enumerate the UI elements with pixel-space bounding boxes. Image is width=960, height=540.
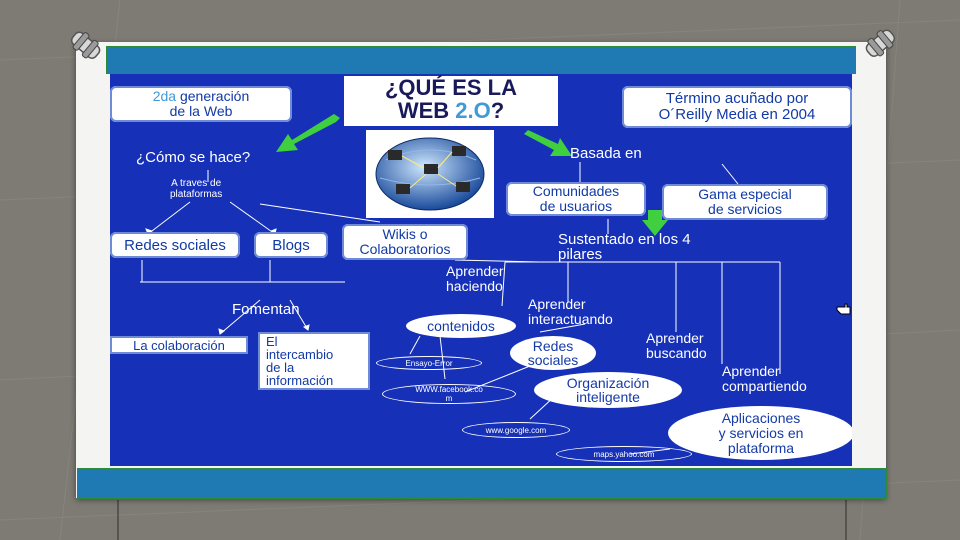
box-termino: Término acuñado por O´Reilly Media en 20… (622, 86, 852, 128)
aplicaciones-line-2: y servicios en (719, 426, 804, 441)
intercambio-line-4: información (266, 374, 333, 387)
como-se-hace: ¿Cómo se hace? (136, 150, 250, 165)
haciendo-line-2: haciendo (446, 279, 504, 294)
sustentado-pilares: Sustentado en los 4 pilares (558, 232, 691, 262)
aprender-haciendo: Aprender haciendo (446, 264, 504, 294)
box-gen-2da: 2da (153, 88, 176, 104)
buscando-line-1: Aprender (646, 331, 707, 346)
box-intercambio: El intercambio de la información (258, 332, 370, 390)
title-question: ? (491, 98, 504, 123)
sustentado-line-2: pilares (558, 247, 691, 262)
link-facebook: WWW.facebook.co m (382, 384, 516, 404)
box-termino-line-1: Término acuñado por (666, 91, 809, 107)
sustentado-line-1: Sustentado en los 4 (558, 232, 691, 247)
box-comunidades: Comunidades de usuarios (506, 182, 646, 216)
traves-line-1: A traves de (170, 178, 222, 189)
organizacion-line-2: inteligente (576, 390, 640, 404)
interactuando-line-2: interactuando (528, 312, 613, 327)
a-traves-de-plataformas: A traves de plataformas (170, 178, 222, 200)
interactuando-line-1: Aprender (528, 297, 613, 312)
compartiendo-line-2: compartiendo (722, 379, 807, 394)
aprender-compartiendo: Aprender compartiendo (722, 364, 807, 394)
ellipse-aplicaciones: Aplicaciones y servicios en plataforma (668, 406, 852, 460)
buscando-line-2: buscando (646, 346, 707, 361)
aplicaciones-line-1: Aplicaciones (722, 411, 801, 426)
box-gen-line-1: 2da generación (153, 89, 250, 104)
link-google: www.google.com (462, 422, 570, 438)
box-blogs: Blogs (254, 232, 328, 258)
diagram-slide: ¿QUÉ ES LA WEB 2.O? (110, 74, 852, 466)
title-version: 2.O (455, 98, 490, 123)
fomentan: Fomentan (232, 302, 300, 317)
title-line-1: ¿QUÉ ES LA (344, 76, 558, 99)
basada-en: Basada en (570, 146, 642, 161)
aprender-buscando: Aprender buscando (646, 331, 707, 361)
redes2-line-1: Redes (533, 339, 573, 353)
traves-line-2: plataformas (170, 189, 222, 200)
box-gen-line-2: de la Web (170, 104, 233, 119)
bottom-bar (77, 468, 887, 499)
organizacion-line-1: Organización (567, 376, 650, 390)
link-facebook-line-2: m (446, 394, 453, 403)
globe-network-image (366, 130, 494, 218)
aplicaciones-line-3: plataforma (728, 441, 794, 456)
link-ensayo-error: Ensayo-Error (376, 356, 482, 370)
haciendo-line-1: Aprender (446, 264, 504, 279)
arrow-right-icon (522, 130, 574, 160)
ellipse-contenidos: contenidos (406, 314, 516, 338)
box-second-generation: 2da generación de la Web (110, 86, 292, 122)
title-line-2: WEB 2.O? (344, 99, 558, 122)
link-facebook-line-1: WWW.facebook.co (415, 385, 483, 394)
gama-line-2: de servicios (708, 202, 782, 217)
compartiendo-line-1: Aprender (722, 364, 807, 379)
aprender-interactuando: Aprender interactuando (528, 297, 613, 327)
box-gama: Gama especial de servicios (662, 184, 828, 220)
comunidades-line-2: de usuarios (540, 199, 612, 214)
box-wikis: Wikis o Colaboratorios (342, 224, 468, 260)
hand-pointer-icon (836, 302, 852, 316)
wikis-line-2: Colaboratorios (359, 242, 450, 257)
globe-icon (366, 130, 494, 218)
comunidades-line-1: Comunidades (533, 184, 619, 199)
box-termino-line-2: O´Reilly Media en 2004 (659, 107, 816, 123)
link-maps-yahoo: maps.yahoo.com (556, 446, 692, 462)
ellipse-organizacion: Organización inteligente (534, 372, 682, 408)
top-bar (106, 46, 856, 74)
box-gen-word: generación (176, 88, 249, 104)
pin-left-icon (62, 26, 108, 66)
box-colaboracion: La colaboración (110, 336, 248, 354)
gama-line-1: Gama especial (698, 187, 791, 202)
pin-right-icon (858, 24, 904, 64)
redes2-line-2: sociales (528, 353, 579, 367)
box-redes-sociales: Redes sociales (110, 232, 240, 258)
ellipse-redes-sociales: Redes sociales (510, 336, 596, 370)
title-web: WEB (398, 98, 455, 123)
diagram-title: ¿QUÉ ES LA WEB 2.O? (344, 76, 558, 126)
wikis-line-1: Wikis o (382, 227, 427, 242)
